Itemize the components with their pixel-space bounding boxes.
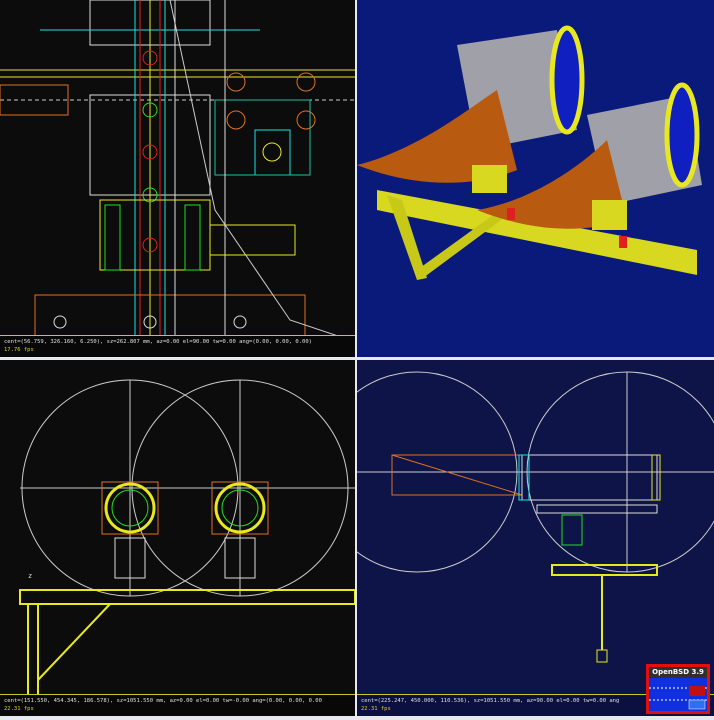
viewport-front[interactable]: z cent=(151.550, 454.345, 186.578), sz=1… [0, 360, 355, 716]
wireframe-front-view: z [19, 379, 355, 694]
viewport-perspective[interactable] [357, 0, 714, 357]
view-parameters: cent=(225.247, 450.000, 110.536), sz=105… [361, 698, 620, 704]
os-badge: OpenBSD 3.9 [646, 664, 710, 714]
os-badge-title: OpenBSD 3.9 [649, 667, 707, 678]
wireframe-side-view [357, 371, 714, 663]
fps-counter: 22.31 fps [4, 706, 34, 712]
fps-counter: 17.76 fps [4, 347, 34, 353]
viewport-side[interactable]: cent=(225.247, 450.000, 110.536), sz=105… [357, 360, 714, 716]
wireframe-top-view [0, 0, 355, 335]
status-bar: cent=(151.550, 454.345, 186.578), sz=105… [0, 694, 355, 716]
os-badge-thumbnail [649, 686, 707, 710]
viewport-top[interactable]: cent=(56.759, 326.160, 6.250), sz=262.80… [0, 0, 355, 357]
fps-counter: 22.31 fps [361, 706, 391, 712]
status-bar: cent=(56.759, 326.160, 6.250), sz=262.80… [0, 335, 355, 357]
shaded-3d-model [357, 25, 702, 280]
axis-label-z: z [28, 572, 32, 580]
view-parameters: cent=(56.759, 326.160, 6.250), sz=262.80… [4, 339, 312, 345]
view-parameters: cent=(151.550, 454.345, 186.578), sz=105… [4, 698, 322, 704]
status-bar: cent=(225.247, 450.000, 110.536), sz=105… [357, 694, 714, 716]
